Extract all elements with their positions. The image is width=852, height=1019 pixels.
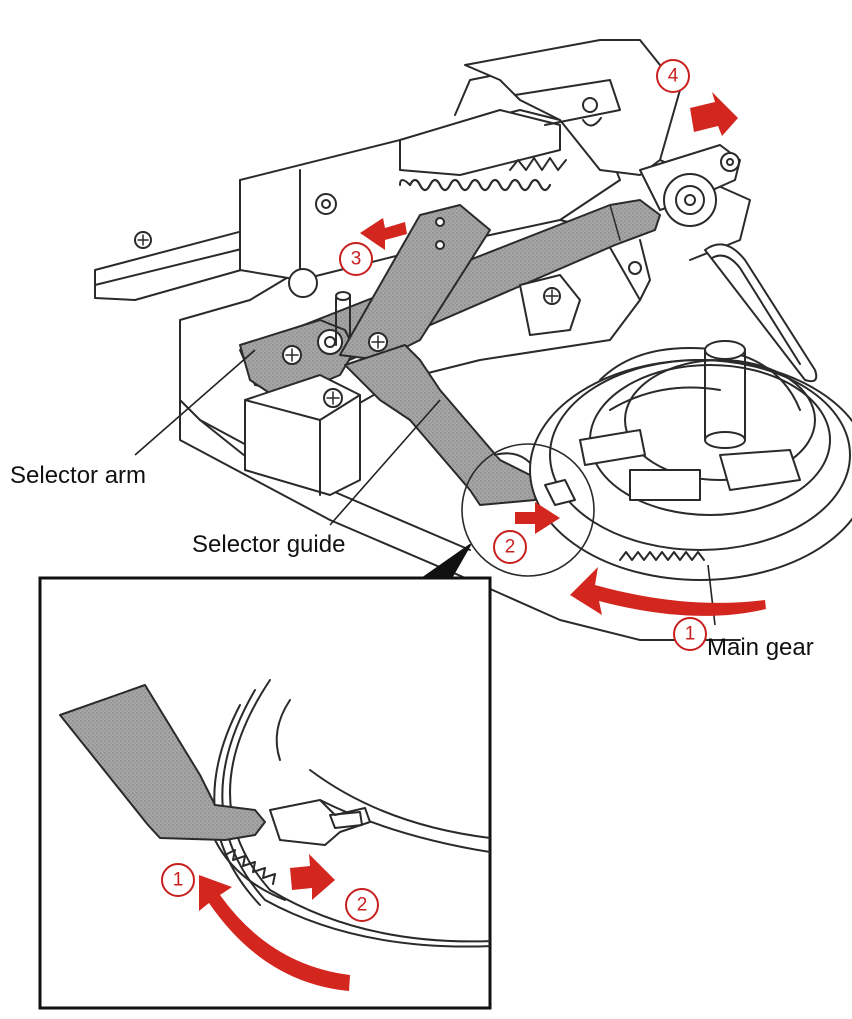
main-gear xyxy=(529,243,852,581)
motion-arrows xyxy=(360,92,766,616)
svg-text:2: 2 xyxy=(505,537,516,558)
gear-teeth xyxy=(619,551,705,561)
inset-arrow-1 xyxy=(199,875,350,991)
marker-2: 2 xyxy=(493,530,527,564)
main-illustration xyxy=(94,39,852,641)
inset-marker-2: 2 xyxy=(345,888,379,922)
svg-text:4: 4 xyxy=(668,66,679,87)
svg-text:1: 1 xyxy=(173,870,184,891)
leader-selector-guide xyxy=(329,399,441,526)
post xyxy=(335,294,351,346)
main-gear-label: Main gear xyxy=(707,634,814,661)
inset-marker-1: 1 xyxy=(161,863,195,897)
magnifier-circle xyxy=(461,443,595,577)
inset-detail: 1 2 xyxy=(38,576,492,1010)
marker-1: 1 xyxy=(673,617,707,651)
selector-guide-label: Selector guide xyxy=(192,531,346,558)
top-lever-plate xyxy=(464,39,681,176)
marker-3: 3 xyxy=(339,242,373,276)
arrow-1 xyxy=(570,567,766,616)
spring xyxy=(408,178,552,192)
inset-frame xyxy=(38,576,492,1010)
selector-arm-label: Selector arm xyxy=(10,462,147,489)
inset-guide-tip xyxy=(59,684,266,841)
svg-text:1: 1 xyxy=(685,624,696,645)
svg-text:2: 2 xyxy=(357,895,368,916)
arrow-4 xyxy=(690,92,738,136)
inset-arrow-2 xyxy=(290,854,335,900)
center-shaft xyxy=(704,349,746,441)
rack-teeth xyxy=(509,157,567,171)
marker-4: 4 xyxy=(656,59,690,93)
inset-slot xyxy=(269,799,371,846)
arrow-2 xyxy=(515,502,560,534)
svg-text:3: 3 xyxy=(351,249,362,270)
leader-selector-arm xyxy=(134,349,256,456)
rack xyxy=(399,109,561,176)
inset-gear-teeth xyxy=(224,849,276,885)
step-markers: 4 3 2 1 xyxy=(339,59,707,651)
arrow-3 xyxy=(360,218,407,250)
